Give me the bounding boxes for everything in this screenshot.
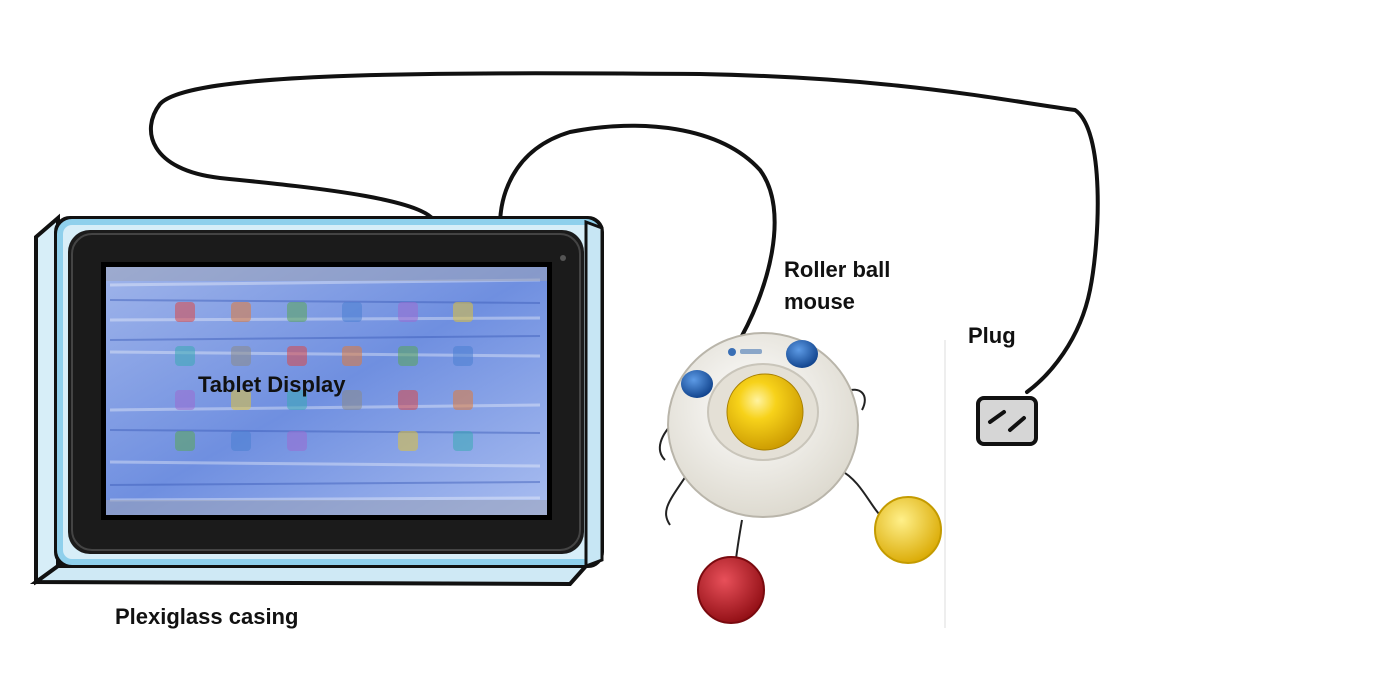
app-icon (342, 390, 362, 410)
app-icon (453, 431, 473, 451)
app-icon (453, 302, 473, 322)
roller-ball-mouse-label-line1: Roller ball (784, 257, 891, 282)
app-icon (231, 390, 251, 410)
camera-icon (560, 255, 566, 261)
tablet (68, 230, 584, 554)
app-icon (175, 390, 195, 410)
app-icon (231, 302, 251, 322)
app-icon (287, 346, 307, 366)
app-icon (287, 302, 307, 322)
red-switch (697, 556, 765, 624)
trackball-icon (726, 373, 804, 451)
app-icon (175, 346, 195, 366)
plexiglass-casing-label: Plexiglass casing (115, 604, 299, 629)
app-icon (231, 431, 251, 451)
app-icon (398, 346, 418, 366)
app-icon (175, 431, 195, 451)
app-icon (398, 431, 418, 451)
power-cable (148, 71, 1100, 394)
app-icon (175, 302, 195, 322)
roller-ball-mouse-label: Roller ball mouse (784, 254, 924, 318)
app-icon (453, 390, 473, 410)
app-icon (398, 390, 418, 410)
app-icon (287, 390, 307, 410)
app-icon (453, 346, 473, 366)
plug-label: Plug (968, 323, 1016, 348)
app-icon (287, 431, 307, 451)
app-icon (398, 302, 418, 322)
plug-icon (976, 396, 1038, 446)
tablet-display-label: Tablet Display (198, 372, 346, 397)
app-icon (342, 302, 362, 322)
roller-ball-mouse (667, 332, 859, 518)
mouse-cable (498, 123, 777, 350)
app-icon (231, 346, 251, 366)
yellow-switch (874, 496, 942, 564)
roller-ball-mouse-label-line2: mouse (784, 288, 855, 314)
app-icon (342, 346, 362, 366)
